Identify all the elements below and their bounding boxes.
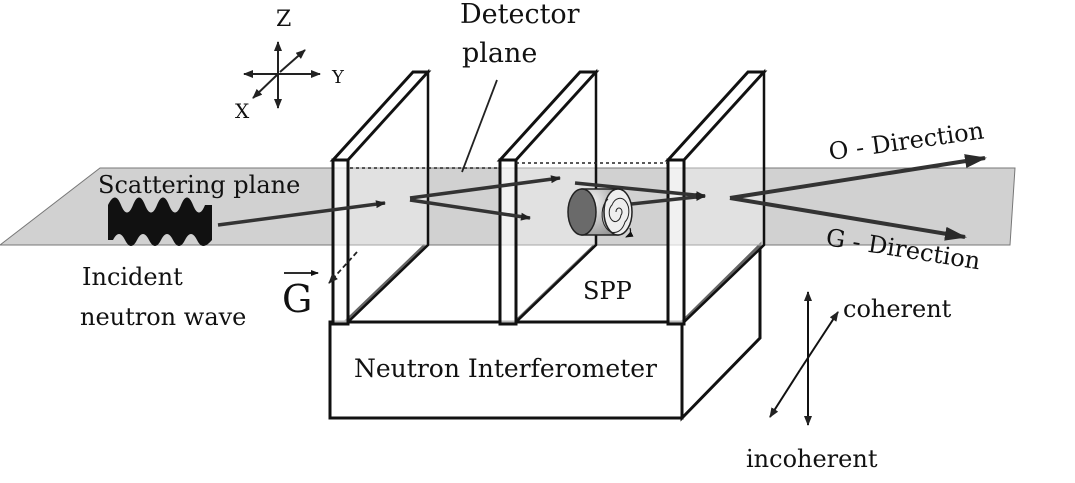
o-direction-label: O - Direction	[827, 116, 986, 165]
incident-label-line2: neutron wave	[80, 303, 246, 331]
crystal-blade-2	[496, 68, 600, 326]
axis-z-label: Z	[276, 7, 291, 32]
incident-label-line1: Incident	[82, 263, 183, 291]
scattering-plane-label: Scattering plane	[98, 171, 300, 199]
coherent-label: coherent	[843, 295, 952, 323]
spp-label: SPP	[583, 277, 632, 305]
detector-label-line2: plane	[462, 38, 537, 69]
incoherent-label: incoherent	[746, 445, 878, 473]
g-vector-arrow	[328, 251, 358, 284]
incident-wave-icon	[108, 197, 212, 246]
axis-y-label: Y	[331, 67, 345, 88]
interferometer-base	[328, 241, 762, 422]
detector-label-line1: Detector	[460, 0, 580, 30]
beam-paths	[217, 175, 706, 227]
spp-cylinder	[567, 188, 634, 238]
polarization-arrows	[769, 291, 839, 426]
g-direction-beam	[729, 196, 967, 241]
axes-icon	[243, 41, 321, 109]
interferometer-label: Neutron Interferometer	[354, 354, 657, 383]
o-direction-beam	[729, 154, 987, 200]
g-vector-label: G	[282, 277, 312, 321]
axis-x-label: X	[235, 99, 250, 123]
detector-pointer	[461, 79, 498, 173]
